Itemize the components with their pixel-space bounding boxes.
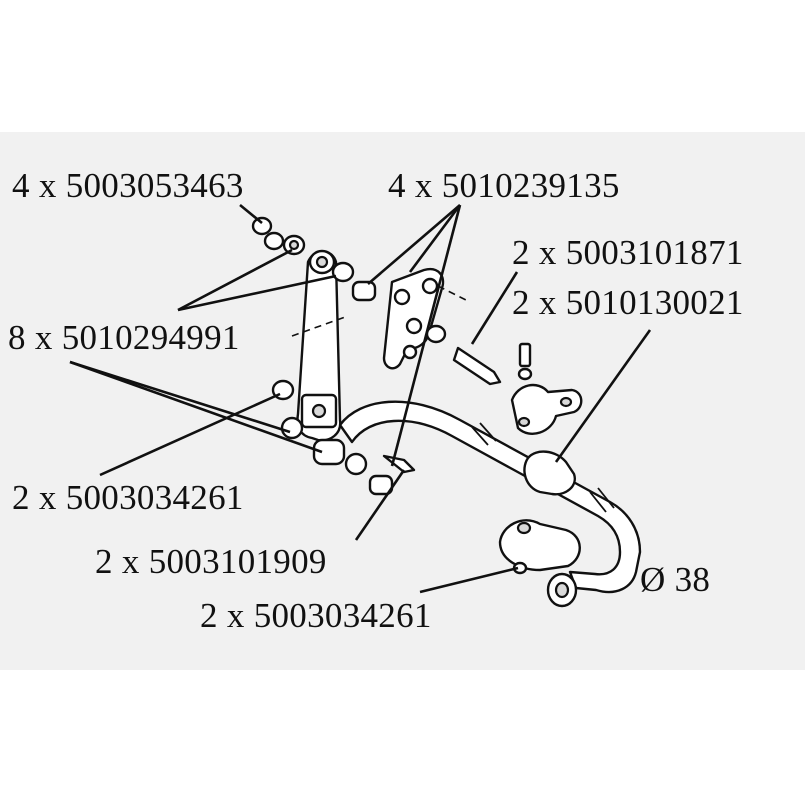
leader-line-13 bbox=[419, 566, 519, 594]
diameter-label: Ø 38 bbox=[640, 560, 711, 599]
leader-line-2 bbox=[367, 204, 461, 285]
bar-bushing bbox=[523, 450, 576, 496]
clamp-lower bbox=[498, 519, 581, 572]
callout-label: 2 x 5003034261 bbox=[12, 478, 244, 517]
callout-label: 4 x 5010239135 bbox=[388, 166, 620, 205]
callout-label: 2 x 5003101909 bbox=[95, 542, 327, 581]
stabilizer-bar bbox=[338, 400, 642, 594]
callout-label: 2 x 5003101871 bbox=[512, 233, 744, 272]
leader-line-6 bbox=[554, 329, 652, 463]
leader-line-10 bbox=[69, 360, 323, 454]
leader-line-12 bbox=[354, 469, 406, 541]
bushing-upper bbox=[331, 261, 355, 283]
callout-label: 2 x 5003034261 bbox=[200, 596, 432, 635]
leader-line-8 bbox=[177, 274, 337, 312]
leader-line-5 bbox=[470, 271, 519, 345]
leader-line-9 bbox=[69, 360, 291, 434]
spacer-upper bbox=[351, 280, 377, 302]
hardware-parts bbox=[251, 216, 583, 608]
bushing-lower-1 bbox=[280, 416, 304, 440]
washer-right bbox=[425, 324, 447, 344]
leader-line-11 bbox=[99, 392, 281, 477]
leader-line-1 bbox=[239, 203, 263, 225]
nut-top bbox=[251, 216, 273, 236]
small-bolt bbox=[518, 342, 532, 368]
drop-link bbox=[291, 249, 349, 442]
bolt-lower bbox=[382, 454, 416, 474]
bolt-right bbox=[452, 346, 502, 386]
callout-label: 8 x 5010294991 bbox=[8, 318, 240, 357]
callout-label: 4 x 5003053463 bbox=[12, 166, 244, 205]
leader-line-7 bbox=[177, 248, 293, 312]
leader-line-3 bbox=[408, 204, 462, 273]
leader-line-4 bbox=[390, 204, 462, 467]
leader-lines bbox=[69, 203, 652, 594]
callout-label: 2 x 5010130021 bbox=[512, 283, 744, 322]
mounting-bracket bbox=[382, 267, 471, 370]
bushing-lower-2 bbox=[312, 438, 346, 466]
